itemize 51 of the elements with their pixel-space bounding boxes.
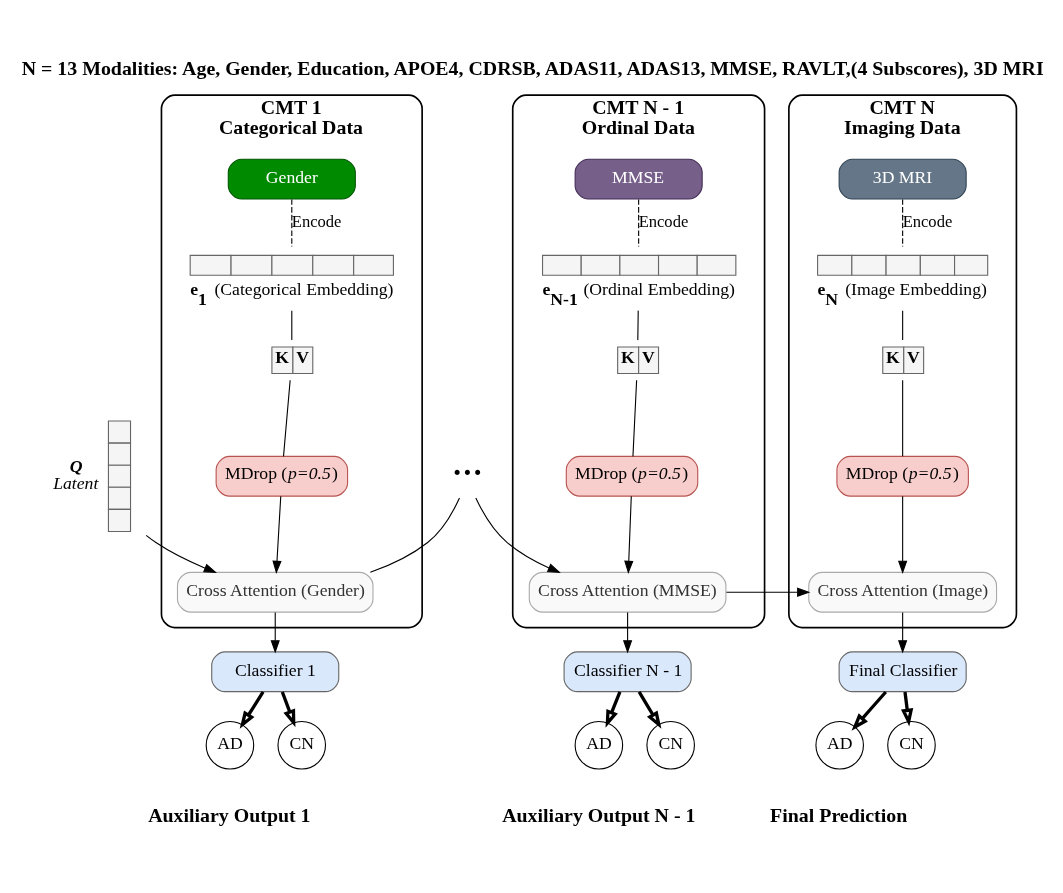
connector [638,198,640,247]
arrow [622,611,633,653]
arrow [272,495,282,574]
edge-label: Encode [291,211,342,231]
arrow [725,587,811,597]
node-box: Final Classifier [838,650,967,692]
arrow [851,690,887,731]
arrow [270,611,280,653]
label: Auxiliary Output 1 [148,803,311,826]
connector [282,379,291,457]
arrow [637,690,662,729]
arrow [239,690,265,729]
node-box: MDrop (p=0.5) [836,455,969,497]
arrow [898,495,908,574]
node-text: ··· [451,454,483,490]
node-box: Classifier 1 [211,650,340,692]
node-circle: CN [887,720,936,770]
node-circle: CN [646,720,695,770]
node-box: 3D MRI [838,158,967,200]
arrow [280,690,296,727]
connector [291,198,293,247]
node-box: Gender [227,158,356,200]
connector [369,496,461,573]
node-circle: AD [815,720,864,770]
connector [632,379,638,457]
node-box: Cross Attention (Image) [808,571,998,613]
arrow [898,611,908,653]
node-circle: CN [277,720,327,770]
arrow [475,496,561,573]
label: Final Prediction [770,803,908,826]
node-box: Cross Attention (Gender) [176,571,374,613]
node-box: MDrop (p=0.5) [215,455,349,497]
diagram-title: N = 13 Modalities: Age, Gender, Education, APOE4, CDRSB, ADAS11, ADAS13, MMSE, RAVLT,(4 Subscores), 3D MRI [21,56,1044,79]
connector [291,309,293,341]
node-circle: AD [574,720,624,770]
arrow [900,691,914,726]
node-box: Cross Attention (MMSE) [528,571,727,613]
edge-label: Encode [902,211,953,231]
connector [902,379,904,457]
node-box: Classifier N - 1 [563,650,692,692]
label: Auxiliary Output N - 1 [502,803,696,826]
arrow [624,495,634,574]
edge-label: Encode [638,211,689,231]
arrow [145,534,218,573]
connector [637,309,639,341]
connector [902,309,904,341]
connector [902,198,904,247]
node-box: MDrop (p=0.5) [565,455,699,497]
node-box: MMSE [574,158,703,200]
node-circle: AD [205,720,255,770]
arrow [605,690,622,728]
